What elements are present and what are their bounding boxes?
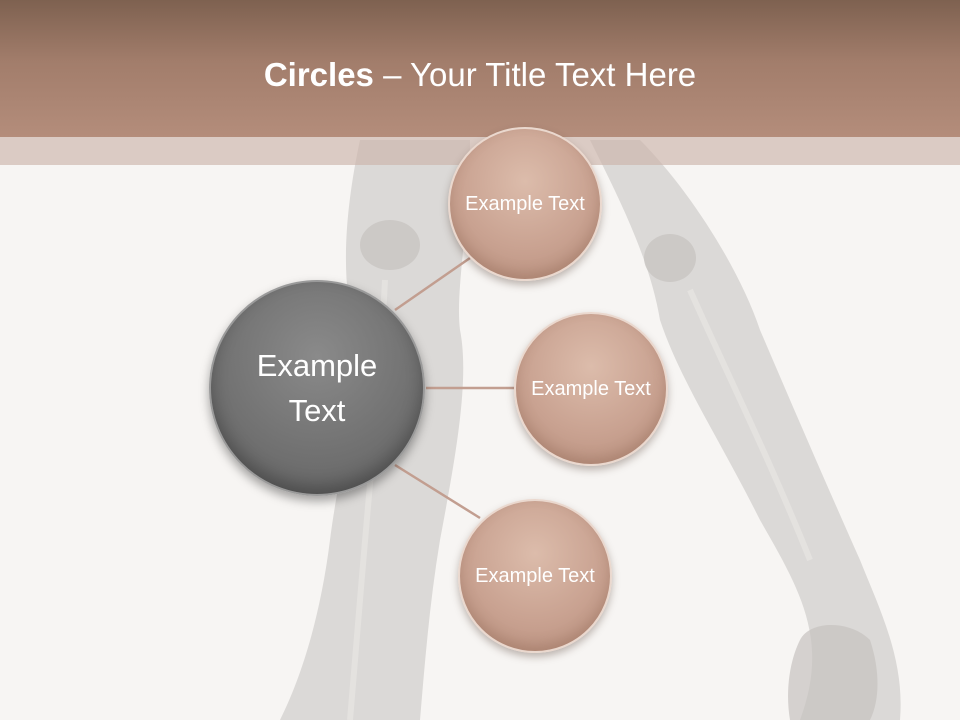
- slide-title-rest: – Your Title Text Here: [373, 56, 697, 93]
- node-circle-middle-label: Example Text: [531, 378, 651, 400]
- center-circle-label: Example Text: [256, 348, 378, 428]
- center-circle[interactable]: Example Text: [209, 280, 425, 496]
- slide-title: Circles – Your Title Text Here: [0, 50, 960, 100]
- node-circle-bottom-label: Example Text: [475, 565, 595, 587]
- node-circle-middle[interactable]: Example Text: [514, 312, 668, 466]
- connector-top: [394, 256, 471, 312]
- connector-bottom: [394, 463, 481, 520]
- node-circle-top-label: Example Text: [465, 193, 585, 215]
- title-bar: [0, 0, 960, 137]
- slide-title-bold: Circles: [263, 56, 374, 93]
- node-circle-top[interactable]: Example Text: [448, 127, 602, 281]
- node-circle-bottom[interactable]: Example Text: [458, 499, 612, 653]
